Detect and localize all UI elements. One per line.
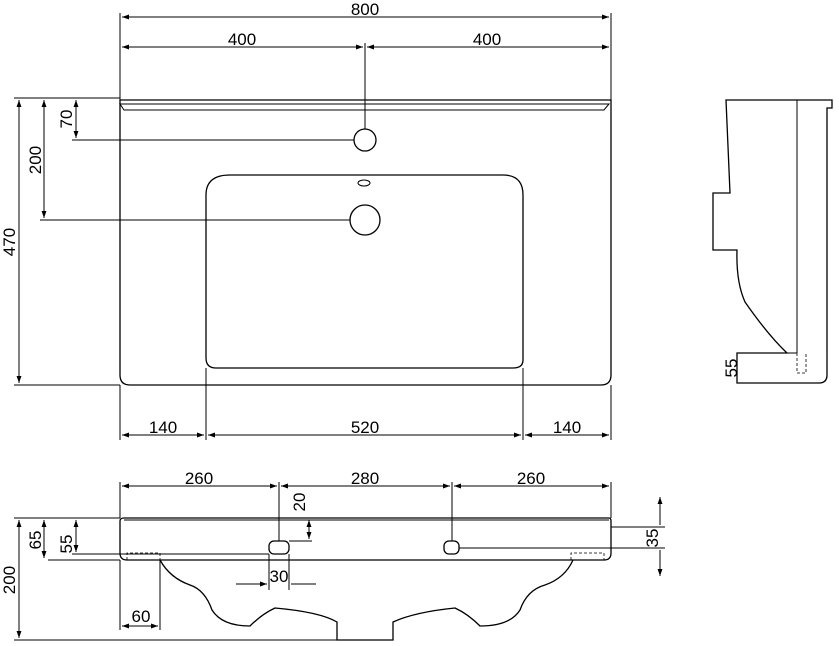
- dim-seg-right: 260: [517, 469, 545, 488]
- overflow-hole: [357, 179, 371, 187]
- dim-margin-right: 140: [553, 418, 581, 437]
- basin-outline: [119, 99, 612, 386]
- dim-slot-depth: 20: [290, 493, 309, 512]
- dim-total-height: 200: [0, 566, 19, 594]
- dim-overall-depth: 470: [0, 228, 19, 256]
- dim-seg-left: 260: [185, 469, 213, 488]
- dim-margin-left: 140: [149, 418, 177, 437]
- dim-seg-mid: 280: [351, 469, 379, 488]
- basin-back-rim: [119, 103, 611, 111]
- front-body: [159, 559, 574, 641]
- dim-bowl-width: 520: [351, 418, 379, 437]
- dim-side-base: 55: [722, 359, 741, 378]
- fixing-slot: [268, 540, 290, 555]
- side-profile: [712, 99, 833, 384]
- dim-rim-height: 65: [26, 531, 45, 550]
- dim-half-left: 400: [228, 30, 256, 49]
- dim-overall-width: 800: [351, 0, 379, 19]
- dim-slot-height: 55: [57, 535, 76, 554]
- front-view: 260 280 260 20 30 200 65 55 35 60: [0, 469, 665, 641]
- dim-tap-offset: 70: [57, 110, 76, 129]
- fixing-hole: [443, 540, 460, 555]
- dim-half-right: 400: [473, 30, 501, 49]
- bowl-outline: [205, 174, 524, 369]
- dim-hole-height: 35: [643, 529, 662, 548]
- side-view: 55: [712, 99, 833, 384]
- dim-drain-offset: 200: [26, 146, 45, 174]
- drain-hole: [349, 204, 381, 236]
- dim-slot-width: 30: [270, 567, 289, 586]
- front-rim: [119, 517, 612, 561]
- tap-hole: [353, 128, 377, 152]
- dim-foot-width: 60: [132, 607, 151, 626]
- top-view: 800 400 400 140 520 140 470 200 70: [0, 0, 612, 440]
